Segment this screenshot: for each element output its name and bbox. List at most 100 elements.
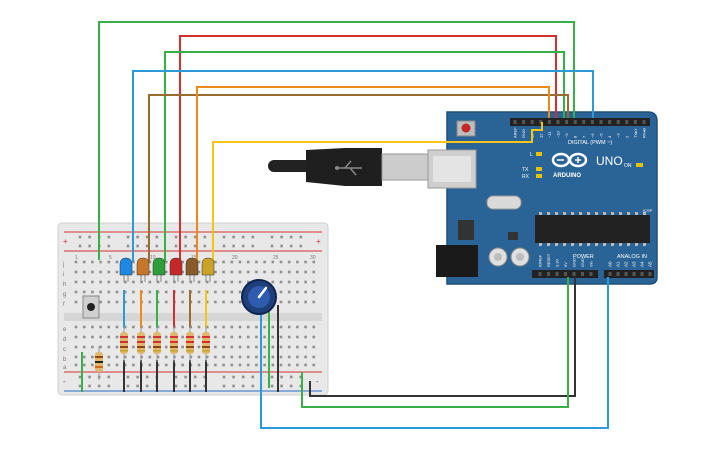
power-pin[interactable] bbox=[555, 272, 559, 276]
hole[interactable] bbox=[246, 260, 250, 264]
wire-blue-led[interactable] bbox=[132, 70, 594, 262]
hole[interactable] bbox=[205, 300, 209, 304]
hole[interactable] bbox=[222, 345, 225, 349]
digital-pin[interactable] bbox=[522, 120, 526, 124]
hole[interactable] bbox=[205, 325, 209, 329]
hole[interactable] bbox=[230, 260, 234, 264]
led-brown[interactable] bbox=[185, 257, 199, 282]
power-pin[interactable] bbox=[538, 272, 542, 276]
hole[interactable] bbox=[197, 270, 201, 274]
hole[interactable] bbox=[164, 260, 168, 264]
hole[interactable] bbox=[312, 355, 316, 359]
hole[interactable] bbox=[164, 290, 168, 294]
resistor[interactable] bbox=[120, 326, 128, 362]
hole[interactable] bbox=[246, 325, 250, 329]
hole[interactable] bbox=[197, 280, 201, 284]
resistor[interactable] bbox=[137, 326, 145, 362]
hole[interactable] bbox=[107, 270, 111, 274]
hole[interactable] bbox=[255, 355, 258, 359]
hole[interactable] bbox=[74, 280, 78, 284]
digital-pin[interactable] bbox=[582, 120, 586, 124]
hole[interactable] bbox=[74, 290, 78, 294]
hole[interactable] bbox=[197, 325, 201, 329]
hole[interactable] bbox=[255, 270, 258, 274]
hole[interactable] bbox=[271, 260, 275, 264]
hole[interactable] bbox=[156, 355, 160, 359]
hole[interactable] bbox=[132, 335, 135, 339]
hole[interactable] bbox=[164, 280, 168, 284]
hole[interactable] bbox=[238, 355, 242, 359]
hole[interactable] bbox=[107, 280, 111, 284]
analog-pin[interactable] bbox=[624, 272, 628, 276]
hole[interactable] bbox=[312, 290, 316, 294]
rail-hole[interactable] bbox=[280, 375, 283, 379]
hole[interactable] bbox=[255, 260, 258, 264]
hole[interactable] bbox=[296, 260, 299, 264]
hole[interactable] bbox=[230, 270, 234, 274]
hole[interactable] bbox=[82, 335, 86, 339]
hole[interactable] bbox=[287, 345, 291, 349]
rail-hole[interactable] bbox=[184, 235, 187, 239]
hole[interactable] bbox=[205, 280, 209, 284]
hole[interactable] bbox=[214, 345, 217, 349]
led-yellow[interactable] bbox=[201, 257, 215, 282]
pulldown-resistor[interactable] bbox=[95, 346, 103, 380]
hole[interactable] bbox=[263, 260, 266, 264]
hole[interactable] bbox=[238, 345, 242, 349]
hole[interactable] bbox=[230, 363, 234, 367]
hole[interactable] bbox=[164, 355, 168, 359]
hole[interactable] bbox=[304, 345, 307, 349]
hole[interactable] bbox=[214, 270, 217, 274]
hole[interactable] bbox=[222, 270, 225, 274]
hole[interactable] bbox=[263, 335, 266, 339]
hole[interactable] bbox=[230, 290, 234, 294]
rail-hole[interactable] bbox=[289, 375, 293, 379]
hole[interactable] bbox=[164, 325, 168, 329]
rail-hole[interactable] bbox=[155, 235, 159, 239]
rail-hole[interactable] bbox=[251, 244, 255, 248]
hole[interactable] bbox=[82, 345, 86, 349]
hole[interactable] bbox=[148, 345, 152, 349]
hole[interactable] bbox=[238, 280, 242, 284]
rail-hole[interactable] bbox=[184, 244, 187, 248]
hole[interactable] bbox=[123, 290, 127, 294]
hole[interactable] bbox=[287, 260, 291, 264]
power-pin[interactable] bbox=[564, 272, 567, 276]
hole[interactable] bbox=[140, 355, 143, 359]
hole[interactable] bbox=[115, 290, 119, 294]
hole[interactable] bbox=[263, 270, 266, 274]
hole[interactable] bbox=[148, 355, 152, 359]
hole[interactable] bbox=[279, 355, 283, 359]
hole[interactable] bbox=[304, 290, 307, 294]
hole[interactable] bbox=[296, 363, 299, 367]
hole[interactable] bbox=[271, 335, 275, 339]
digital-pin[interactable] bbox=[633, 120, 637, 124]
hole[interactable] bbox=[82, 270, 86, 274]
hole[interactable] bbox=[287, 363, 291, 367]
hole[interactable] bbox=[91, 355, 94, 359]
hole[interactable] bbox=[287, 355, 291, 359]
rail-hole[interactable] bbox=[251, 375, 255, 379]
digital-pin[interactable] bbox=[513, 120, 517, 124]
hole[interactable] bbox=[296, 355, 299, 359]
hole[interactable] bbox=[271, 345, 275, 349]
hole[interactable] bbox=[222, 300, 225, 304]
hole[interactable] bbox=[164, 300, 168, 304]
hole[interactable] bbox=[74, 270, 78, 274]
hole[interactable] bbox=[181, 290, 184, 294]
hole[interactable] bbox=[123, 355, 127, 359]
digital-pin[interactable] bbox=[530, 120, 534, 124]
pushbutton[interactable] bbox=[82, 295, 100, 319]
rail-hole[interactable] bbox=[193, 244, 197, 248]
hole[interactable] bbox=[74, 345, 78, 349]
hole[interactable] bbox=[312, 280, 316, 284]
hole[interactable] bbox=[230, 355, 234, 359]
hole[interactable] bbox=[99, 280, 102, 284]
hole[interactable] bbox=[181, 363, 184, 367]
rail-hole[interactable] bbox=[299, 235, 303, 239]
hole[interactable] bbox=[107, 363, 111, 367]
hole[interactable] bbox=[246, 355, 250, 359]
hole[interactable] bbox=[263, 345, 266, 349]
hole[interactable] bbox=[304, 355, 307, 359]
hole[interactable] bbox=[132, 270, 135, 274]
